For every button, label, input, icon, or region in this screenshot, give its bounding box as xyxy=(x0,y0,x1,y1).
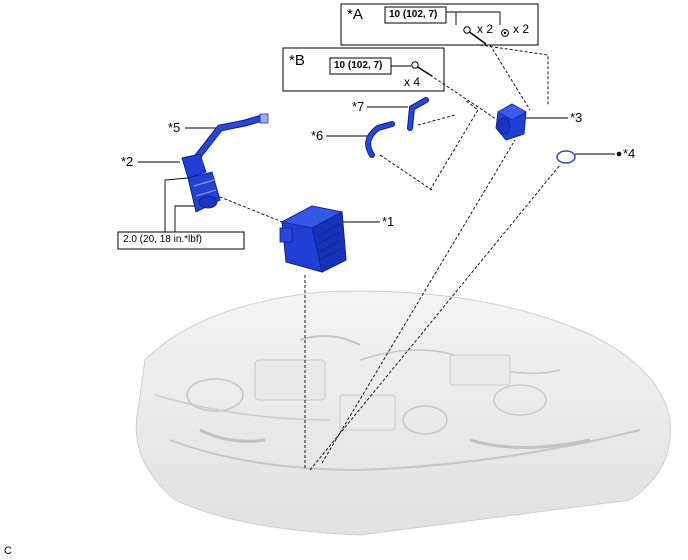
torque-value-clamp: 2.0 (20, 18 in.*lbf) xyxy=(123,234,202,245)
quantity-bolt-b: x 4 xyxy=(404,75,421,89)
callout-6: *6 xyxy=(311,128,324,143)
torque-box-clamp xyxy=(117,231,245,250)
callout-3: *3 xyxy=(570,110,583,125)
torque-leader-a xyxy=(446,11,501,25)
bolt-icon xyxy=(463,26,487,45)
view-box-a xyxy=(340,3,539,46)
figure-code: C xyxy=(4,545,12,557)
hose-7 xyxy=(407,97,429,131)
torque-value-a: 10 (102, 7) xyxy=(389,9,438,20)
torque-value-b: 10 (102, 7) xyxy=(334,60,383,71)
callout-5: *5 xyxy=(168,120,181,135)
assembly-lines xyxy=(214,44,561,471)
view-label-b: *B xyxy=(289,52,305,69)
callout-2: *2 xyxy=(121,154,134,169)
callout-1: *1 xyxy=(382,214,395,229)
gasket-ring xyxy=(556,150,622,164)
fasteners xyxy=(411,26,509,77)
nut-icon xyxy=(501,29,509,37)
resonator-part xyxy=(495,103,527,141)
hose-6 xyxy=(365,121,395,158)
torque-box-a xyxy=(384,6,447,24)
callout-4: *4 xyxy=(623,146,636,161)
quantity-nut-a: x 2 xyxy=(513,22,530,36)
quantity-bolt-a: x 2 xyxy=(477,22,494,36)
callout-7: *7 xyxy=(352,99,365,114)
view-box-b xyxy=(282,47,445,92)
air-intake-duct xyxy=(181,113,269,213)
bolt-icon xyxy=(411,61,433,77)
view-label-a: *A xyxy=(347,6,363,23)
engine-compartment xyxy=(135,290,671,536)
air-cleaner-case xyxy=(279,205,347,273)
